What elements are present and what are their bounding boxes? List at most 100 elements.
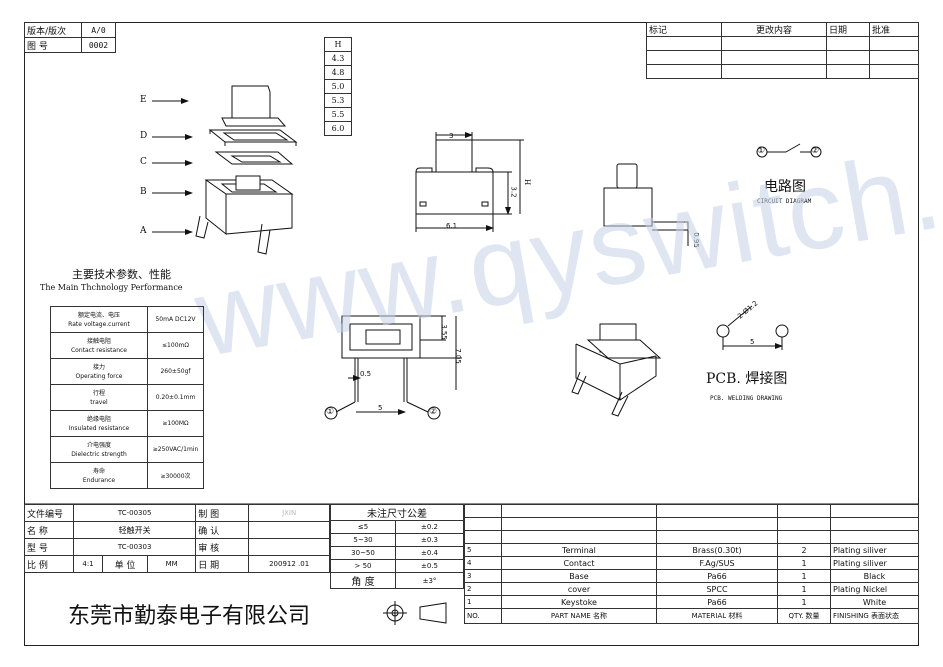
- dim-side-height: 3.2: [509, 186, 518, 198]
- perf-value: ≤100mΩ: [147, 332, 204, 359]
- bom-header-material: MATERIAL 材料: [656, 608, 778, 624]
- bom-part: cover: [501, 582, 657, 596]
- bom-finish: Plating siliver: [830, 556, 919, 570]
- title-block: 文件编号 TC-00305 制 图 JXIN 名 称 轻触开关 确 认 型 号 …: [24, 504, 330, 573]
- circuit-title: 电路图: [764, 179, 806, 195]
- h-value: 6.0: [324, 121, 352, 136]
- bom-no: 1: [464, 595, 502, 609]
- model-label: 型 号: [24, 538, 74, 556]
- h-value: 5.5: [324, 107, 352, 122]
- unit-value: MM: [146, 555, 197, 573]
- pcb-title: PCB. 焊接图: [706, 371, 788, 387]
- dim-top-width: 3: [449, 132, 454, 140]
- part-label-a: A: [140, 226, 147, 236]
- circuit-subtitle: CIRCUIT DIAGRAM: [757, 198, 812, 205]
- file-no-label: 文件编号: [24, 504, 74, 522]
- pcb-pitch-dim: 5: [750, 338, 755, 346]
- tolerance-value: ±0.4: [395, 546, 464, 560]
- name-label: 名 称: [24, 521, 74, 539]
- tolerance-value: ±0.5: [395, 559, 464, 573]
- unit-label: 单 位: [102, 555, 148, 573]
- bom-material: SPCC: [656, 582, 778, 596]
- scale-value: 4:1: [73, 555, 103, 573]
- tolerance-value: ±3°: [395, 572, 464, 589]
- draw-label: 制 图: [195, 504, 250, 522]
- bom-material: Pa66: [656, 595, 778, 609]
- bom-no: 4: [464, 556, 502, 570]
- bom-qty: 2: [777, 543, 831, 557]
- tolerance-range: 角 度: [330, 572, 396, 589]
- confirm-label: 确 认: [195, 521, 250, 539]
- bom-part: Keystoke: [501, 595, 657, 609]
- performance-title-en: The Main Thchnology Performance: [40, 283, 183, 292]
- part-label-d: D: [140, 131, 148, 141]
- performance-title-cn: 主要技术参数、性能: [72, 268, 171, 281]
- circuit-pin1: ①: [757, 146, 766, 156]
- bom-header-no: NO.: [464, 608, 502, 624]
- review-label: 审 核: [195, 538, 250, 556]
- change-table: 标记 更改内容 日期 批准: [646, 22, 919, 79]
- scale-label: 比 例: [24, 555, 74, 573]
- bom-header-part: PART NAME 名称: [501, 608, 657, 624]
- bom-header-qty: QTY. 数量: [777, 608, 831, 624]
- bom-qty: 1: [777, 556, 831, 570]
- dim-bottom-c: 0.5: [360, 370, 372, 378]
- bom-no: 5: [464, 543, 502, 557]
- bom-material: F.Ag/SUS: [656, 556, 778, 570]
- tolerance-value: ±0.2: [395, 520, 464, 534]
- name-value: 轻触开关: [72, 521, 197, 539]
- tolerance-table: 未注尺寸公差 ≤5±0.2 5~30±0.3 30~50±0.4 > 50±0.…: [330, 504, 464, 589]
- tolerance-value: ±0.3: [395, 533, 464, 547]
- bom-qty: 1: [777, 569, 831, 583]
- dim-bottom-d: 5: [378, 404, 383, 412]
- dim-bottom-a: 3.55: [439, 324, 448, 340]
- bom-part: Contact: [501, 556, 657, 570]
- tolerance-range: ≤5: [330, 520, 396, 534]
- perf-value: 260±50gf: [147, 358, 204, 385]
- bom-qty: 1: [777, 595, 831, 609]
- tolerance-title: 未注尺寸公差: [330, 504, 464, 521]
- bom-no: 3: [464, 569, 502, 583]
- bom-part: Terminal: [501, 543, 657, 557]
- dim-base-width: 6.1: [446, 222, 458, 230]
- bom-no: 2: [464, 582, 502, 596]
- bottom-pin1: ①: [326, 407, 335, 417]
- bom-material: Brass(0.30t): [656, 543, 778, 557]
- bom-finish: White: [830, 595, 919, 609]
- part-label-e: E: [140, 95, 147, 105]
- tolerance-range: 30~50: [330, 546, 396, 560]
- perf-value: 0.20±0.1mm: [147, 384, 204, 411]
- perf-value: ≥30000次: [147, 462, 204, 489]
- dim-h: H: [523, 178, 532, 186]
- drawing-no-value: 0002: [81, 37, 116, 53]
- bom-finish: Black: [830, 569, 919, 583]
- date-label: 日 期: [195, 555, 250, 573]
- part-label-b: B: [140, 187, 147, 197]
- perf-value: 50mA DC12V: [147, 306, 204, 333]
- pcb-subtitle: PCB. WELDING DRAWING: [710, 395, 783, 402]
- part-label-c: C: [140, 157, 147, 167]
- bom-header-finish: FINISHING 表面状态: [830, 608, 919, 624]
- company-name: 东莞市勤泰电子有限公司: [68, 604, 311, 629]
- perf-value: ≥100MΩ: [147, 410, 204, 437]
- dim-pin: 0.95: [691, 232, 700, 248]
- h-table: H 4.3 4.8 5.0 5.3 5.5 6.0: [324, 37, 352, 136]
- circuit-pin2: ②: [811, 146, 820, 156]
- drawing-frame: [24, 22, 919, 646]
- bom-material: Pa66: [656, 569, 778, 583]
- bottom-pin2: ②: [429, 407, 438, 417]
- tolerance-range: > 50: [330, 559, 396, 573]
- date-value: 200912 .01: [248, 555, 330, 573]
- model-value: TC-00303: [72, 538, 197, 556]
- bom-part: Base: [501, 569, 657, 583]
